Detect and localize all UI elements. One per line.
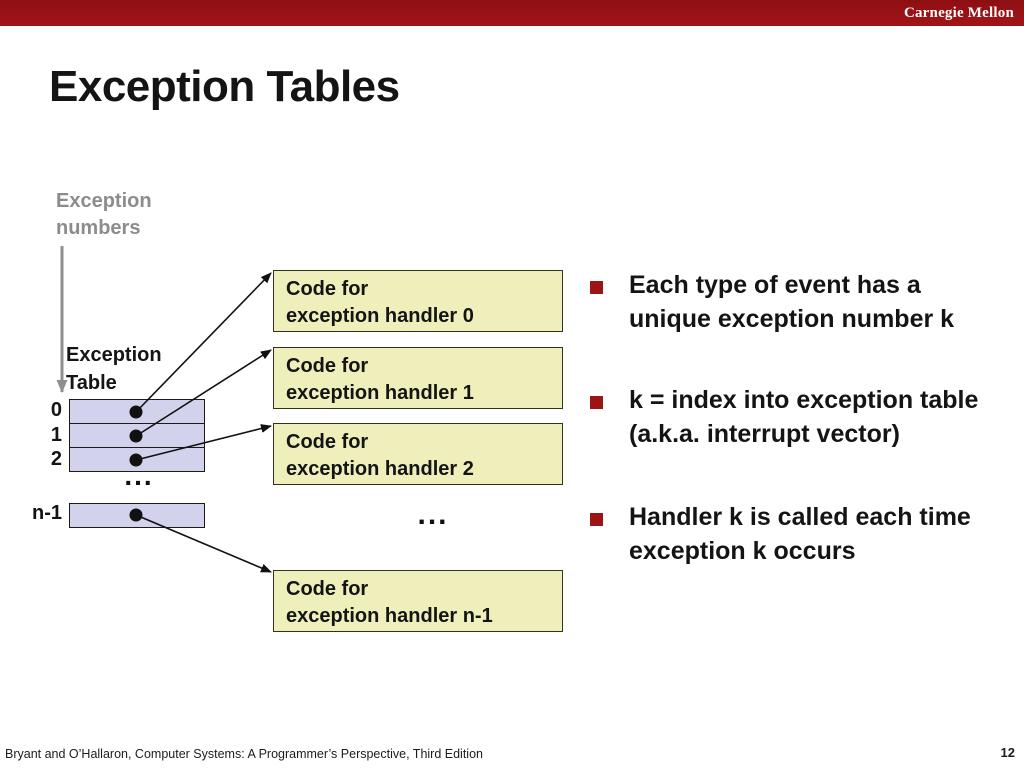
exception-table-label: Exception Table	[66, 341, 162, 397]
exception-numbers-line1: Exception	[56, 190, 152, 212]
handler-n-1-line1: Code for	[286, 578, 369, 600]
row-index-label-2: 2	[50, 448, 62, 470]
page-title: Exception Tables	[49, 62, 400, 111]
table-rows-ellipsis: ...	[124, 460, 154, 491]
bullet-2-line2: (a.k.a. interrupt vector)	[629, 420, 900, 448]
header-bar: Carnegie Mellon	[0, 0, 1024, 26]
footer-citation: Bryant and O’Hallaron, Computer Systems:…	[5, 747, 483, 761]
handler-box-0: Code for exception handler 0	[273, 270, 563, 332]
bullet-item-2: k = index into exception table (a.k.a. i…	[588, 383, 978, 451]
bullet-square-icon	[590, 396, 603, 409]
table-row-n-1	[69, 503, 205, 528]
bullet-3-text: Handler k is called each time exception …	[629, 500, 971, 568]
exception-numbers-label: Exception numbers	[56, 188, 152, 242]
exception-table-line1: Exception	[66, 344, 162, 366]
handler-2-line1: Code for	[286, 431, 369, 453]
bullet-3-line1: Handler k is called each time	[629, 503, 971, 531]
bullet-square-icon	[590, 513, 603, 526]
handler-box-n-1: Code for exception handler n-1	[273, 570, 563, 632]
bullet-item-1: Each type of event has a unique exceptio…	[588, 268, 954, 336]
bullet-3-line2: exception k occurs	[629, 537, 856, 565]
bullet-square-icon	[590, 281, 603, 294]
row-index-label-1: 1	[50, 424, 62, 446]
handler-box-1: Code for exception handler 1	[273, 347, 563, 409]
table-row-1	[69, 423, 205, 448]
page-number: 12	[1000, 745, 1015, 760]
bullet-2-line1: k = index into exception table	[629, 386, 979, 414]
handler-2-line2: exception handler 2	[286, 458, 474, 480]
exception-numbers-line2: numbers	[56, 217, 141, 239]
handler-0-line1: Code for	[286, 278, 369, 300]
handler-0-line2: exception handler 0	[286, 305, 474, 327]
handlers-ellipsis: ...	[417, 498, 449, 531]
table-row-0	[69, 399, 205, 424]
handler-n-1-line2: exception handler n-1	[286, 605, 493, 627]
bullet-1-line1: Each type of event has a	[629, 271, 921, 299]
bullet-2-text: k = index into exception table (a.k.a. i…	[629, 383, 978, 451]
handler-box-2: Code for exception handler 2	[273, 423, 563, 485]
bullet-1-text: Each type of event has a unique exceptio…	[629, 268, 954, 336]
exception-table-line2: Table	[66, 372, 117, 394]
row-index-label-n-1: n-1	[32, 502, 62, 524]
bullet-1-line2: unique exception number k	[629, 305, 955, 333]
handler-1-line1: Code for	[286, 355, 369, 377]
brand-logo: Carnegie Mellon	[903, 4, 1014, 21]
row-index-label-0: 0	[50, 399, 62, 421]
bullet-item-3: Handler k is called each time exception …	[588, 500, 971, 568]
handler-1-line2: exception handler 1	[286, 382, 474, 404]
